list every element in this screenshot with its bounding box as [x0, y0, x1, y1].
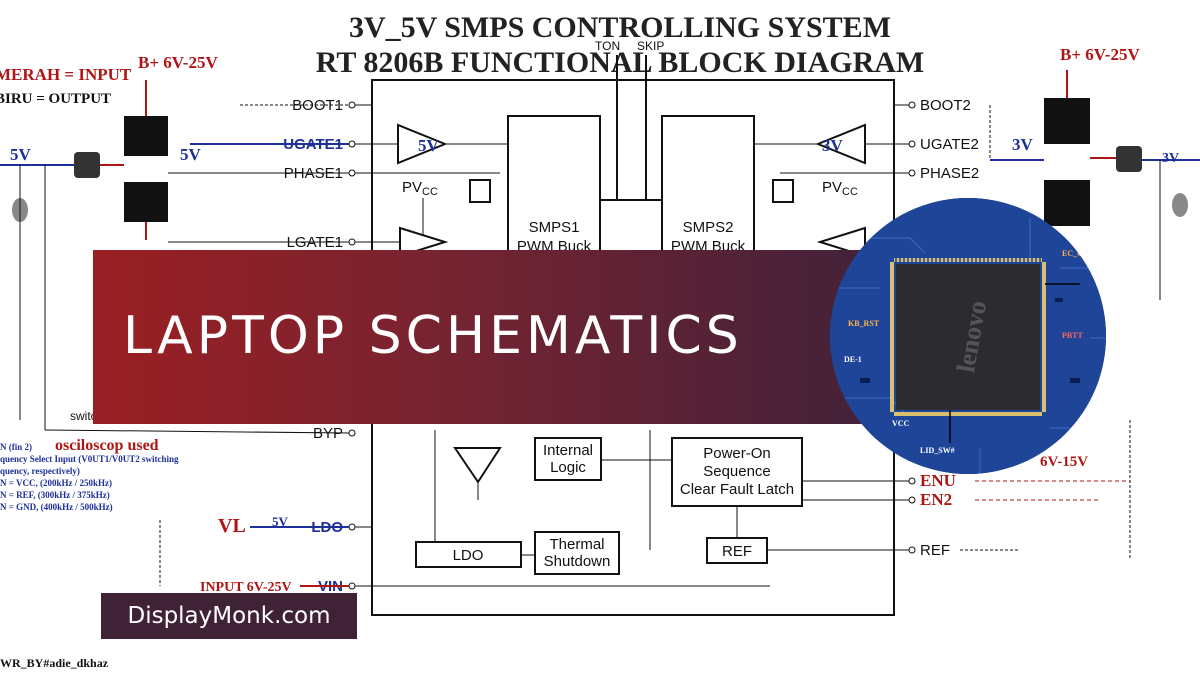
fin-note-2: quency, respectively)	[0, 466, 80, 476]
right-inductor	[1116, 146, 1142, 172]
brand-label: DisplayMonk.com	[101, 593, 357, 639]
thermal-line2: Shutdown	[544, 553, 611, 570]
vl-label: VL	[218, 515, 246, 537]
pin-ugate2: UGATE2	[920, 136, 979, 153]
right-driver-amplifier	[815, 123, 866, 165]
pvcc-left: PVCC	[402, 179, 438, 198]
right-capacitor	[1172, 193, 1188, 217]
pcb-label-de: DE-1	[844, 355, 862, 364]
pin-ton: TON	[595, 39, 620, 53]
pin-skip: SKIP	[637, 39, 664, 53]
left-driver-amplifier	[397, 123, 448, 165]
power-on-line2: Sequence	[703, 463, 771, 480]
ref-block-label: REF	[722, 543, 752, 560]
footer-credit: WR_BY#adie_dkhaz	[0, 656, 109, 670]
internal-logic-line1: Internal	[543, 442, 593, 459]
power-on-block	[671, 437, 803, 507]
b-plus-right: B+ 6V-25V	[1060, 45, 1140, 64]
right-output-3v: 3V	[1162, 151, 1179, 166]
left-amp-label: 5V	[418, 136, 440, 155]
smps2-block	[661, 115, 755, 257]
internal-logic-line2: Logic	[550, 459, 586, 476]
ldo-block	[415, 541, 522, 568]
pin-boot2: BOOT2	[920, 97, 971, 114]
internal-logic-block	[534, 437, 602, 481]
left-inductor	[74, 152, 100, 178]
left-output-5v: 5V	[10, 145, 32, 164]
banner-title: LAPTOP SCHEMATICS	[123, 306, 743, 366]
input-label: INPUT 6V-25V	[200, 580, 292, 595]
right-amp-label: 3V	[822, 136, 844, 155]
pcb-label-ec: EC_C	[1062, 249, 1083, 258]
legend-output: BIRU = OUTPUT	[0, 91, 111, 107]
right-mosfet-3v: 3V	[1012, 135, 1034, 154]
legend-input: MERAH = INPUT	[0, 65, 132, 84]
switch-label: switc	[70, 409, 97, 423]
title-banner: LAPTOP SCHEMATICS	[93, 250, 893, 424]
fin-note-3: N = VCC, (200kHz / 250kHz)	[0, 478, 112, 488]
ref-block	[706, 537, 768, 564]
smps1-label: SMPS1	[529, 219, 580, 236]
right-low-mosfet	[1044, 180, 1090, 226]
pcb-label-kbrst: KB_RST	[848, 319, 880, 328]
power-on-line3: Clear Fault Latch	[680, 481, 794, 498]
pin-phase2: PHASE2	[920, 165, 979, 182]
thermal-block	[534, 531, 620, 575]
b-plus-left: B+ 6V-25V	[138, 53, 218, 72]
fin-note-1: quency Select Input (V0UT1/V0UT2 switchi…	[0, 454, 179, 464]
smps1-block	[507, 115, 601, 257]
pcb-label-pbtt: PBTT	[1062, 331, 1084, 340]
right-high-mosfet	[1044, 98, 1090, 144]
osc-label: osciloscop used	[55, 437, 159, 454]
pin-enu: ENU	[920, 471, 956, 490]
vl-5v: 5V	[272, 514, 289, 529]
left-mosfet-5v: 5V	[180, 145, 202, 164]
pin-ref: REF	[920, 542, 950, 559]
ldo-block-label: LDO	[453, 547, 484, 564]
pcb-label-vcc: VCC	[892, 419, 910, 428]
left-high-mosfet	[124, 116, 168, 156]
power-on-line1: Power-On	[703, 445, 771, 462]
fin-note-4: N = REF, (300kHz / 375kHz)	[0, 490, 110, 500]
schematic-title-line2: RT 8206B FUNCTIONAL BLOCK DIAGRAM	[316, 46, 924, 79]
left-low-mosfet	[124, 182, 168, 222]
smps2-label: SMPS2	[683, 219, 734, 236]
chip-photo: lenovo EC_C LID_SW# VCC DE-1 KB_RST PBTT	[830, 198, 1106, 474]
right-input-label: 6V-15V	[1040, 454, 1088, 470]
pin-en2: EN2	[920, 490, 952, 509]
thermal-line1: Thermal	[549, 536, 604, 553]
fin-note-0: N (fin 2)	[0, 442, 32, 452]
fin-note-5: N = GND, (400kHz / 500kHz)	[0, 502, 113, 512]
pvcc-right: PVCC	[822, 179, 858, 198]
schematic-title-line1: 3V_5V SMPS CONTROLLING SYSTEM	[349, 11, 891, 44]
pcb-label-lid: LID_SW#	[920, 446, 955, 455]
ec-chip	[896, 264, 1040, 410]
pin-byp: BYP	[313, 425, 343, 442]
